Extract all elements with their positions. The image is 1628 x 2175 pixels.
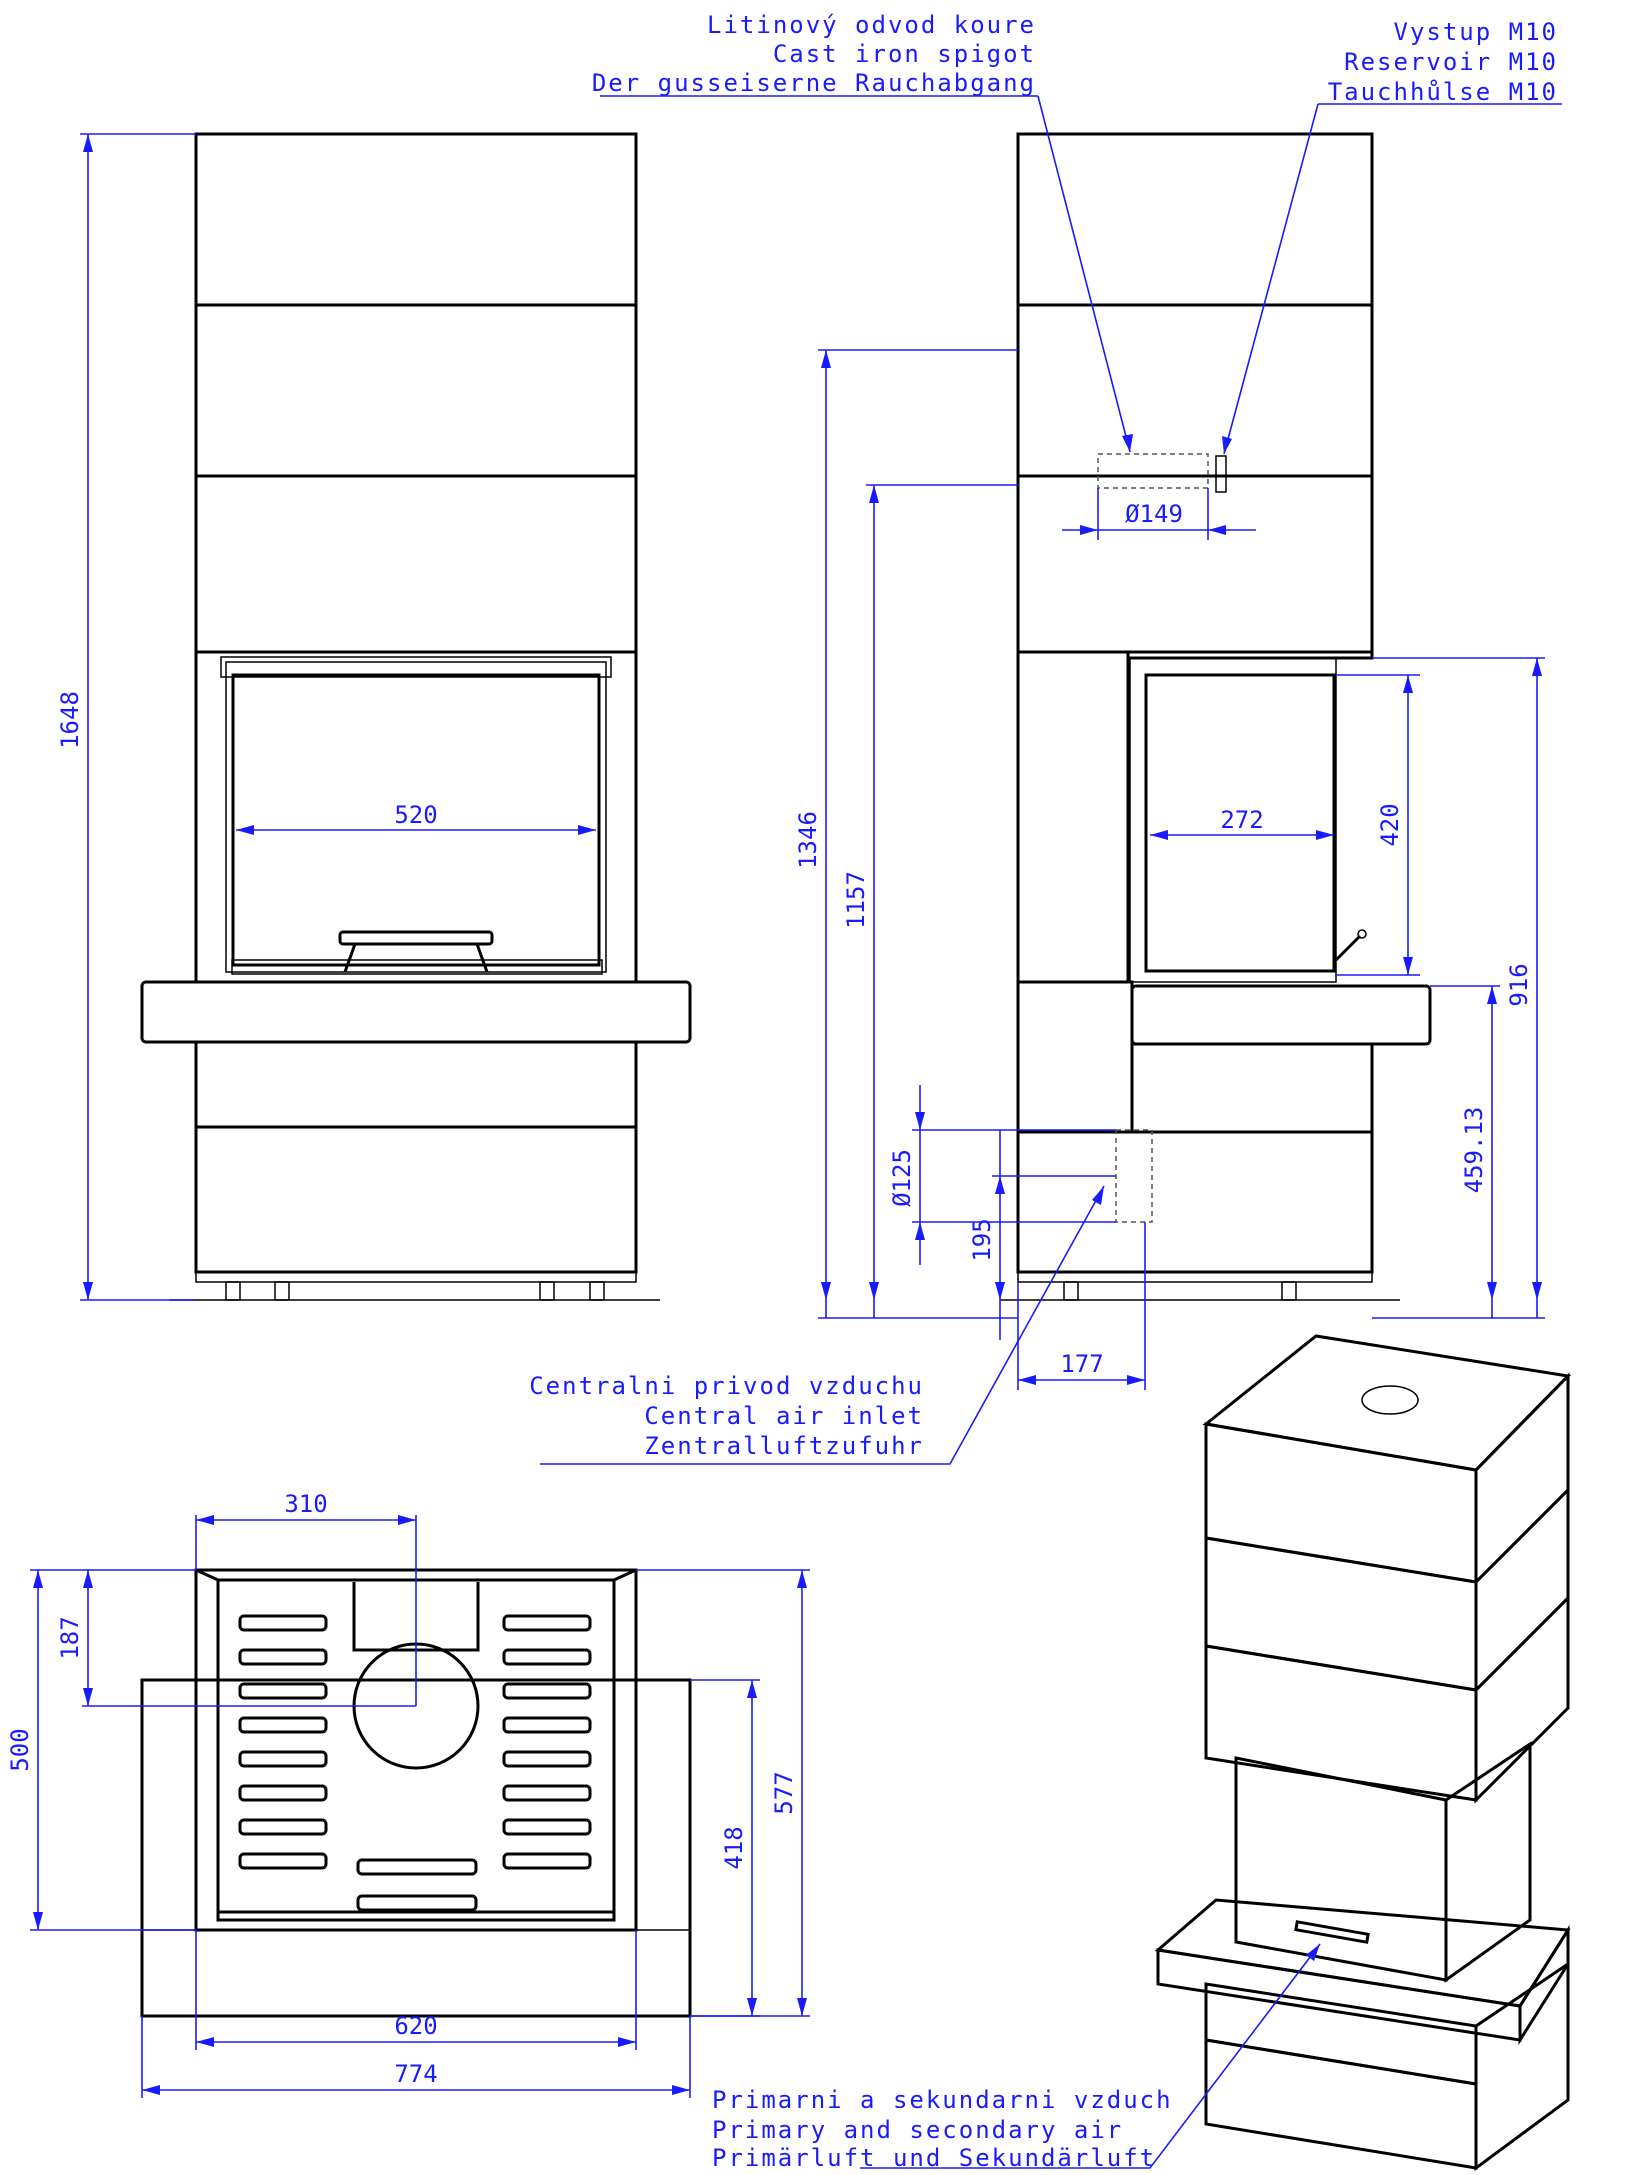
callout-primary-line-3: Primärluft und Sekundärluft [712,2144,1156,2172]
grille-slot [238,1784,328,1802]
dim-label-916: 916 [1505,963,1533,1006]
dim-top-500: 500 [6,1570,196,1931]
dim-firebox-width: 520 [236,801,596,835]
dim-label-520: 520 [394,801,437,829]
callout-primary-air: Primarni a sekundarni vzduch Primary and… [712,2086,1173,2172]
dim-firebox-height: 420 [1336,674,1420,976]
dim-label-310: 310 [284,1490,327,1518]
dim-firebox-depth: 272 [1150,806,1334,840]
grille-slot [238,1614,328,1632]
side-view [1000,132,1432,1301]
dim-label-272: 272 [1220,806,1263,834]
grille-slot [502,1614,592,1632]
dim-label-577: 577 [770,1771,798,1814]
grille-slot [238,1818,328,1836]
dim-label-1157: 1157 [842,871,870,929]
grille-slot [238,1716,328,1734]
dim-label-418: 418 [720,1826,748,1869]
callout-air-line-1: Centralni privod vzduchu [529,1372,924,1400]
grille-slot [502,1750,592,1768]
dim-label-1648: 1648 [56,691,84,749]
dim-1157: 1157 [842,484,1018,1318]
dim-top-187: 187 [30,1569,416,1707]
grille-slot [502,1852,592,1870]
callout-flue-spigot: Litinový odvod koure Cast iron spigot De… [592,11,1038,97]
grille-slot [502,1784,592,1802]
dim-label-187: 187 [56,1616,84,1659]
dim-air-inlet-offset: 177 [1017,1222,1146,1390]
callout-reservoir: Vystup M10 Reservoir M10 Tauchhůlse M10 [1318,18,1562,106]
grille-slot [238,1648,328,1666]
dim-label-195: 195 [968,1218,996,1261]
dim-916: 916 [1372,657,1545,1319]
grille-slot [502,1648,592,1666]
callout-air-line-2: Central air inlet [644,1402,924,1430]
dim-air-inlet-height: 195 [968,1130,1116,1340]
dim-label-125: Ø125 [888,1149,916,1207]
grille-slot [356,1894,478,1912]
dim-459: 459.13 [1430,985,1500,1318]
dim-label-420: 420 [1376,803,1404,846]
grille-slot [238,1750,328,1768]
top-grilles [238,1614,592,1912]
dim-label-500: 500 [6,1728,34,1771]
grille-slot [238,1852,328,1870]
grille-slot [238,1682,328,1700]
dim-label-620: 620 [394,2012,437,2040]
callout-flue-line-1: Litinový odvod koure [707,11,1036,39]
dim-top-774: 774 [141,2016,691,2098]
grille-slot [502,1716,592,1734]
callout-flue-line-3: Der gusseiserne Rauchabgang [592,69,1036,97]
dim-top-577: 577 [636,1569,810,2017]
callout-reservoir-line-3: Tauchhůlse M10 [1328,78,1558,106]
callout-primary-line-2: Primary and secondary air [712,2116,1123,2144]
dim-1346: 1346 [794,349,1018,1319]
callout-reservoir-line-1: Vystup M10 [1394,18,1559,46]
dim-label-774: 774 [394,2060,437,2088]
callout-primary-line-1: Primarni a sekundarni vzduch [712,2086,1173,2114]
dim-flue-diameter: Ø149 [1062,488,1256,540]
dim-top-620: 620 [195,1930,637,2050]
front-view [140,132,692,1301]
dim-total-height: 1648 [56,133,196,1301]
dim-label-1346: 1346 [794,811,822,869]
dim-air-inlet-diameter: Ø125 [888,1085,1116,1265]
dim-label-149: Ø149 [1125,500,1183,528]
dim-label-459: 459.13 [1460,1107,1488,1194]
dim-top-418: 418 [690,1679,760,2017]
dim-top-310: 310 [195,1490,417,1706]
callout-central-air: Centralni privod vzduchu Central air inl… [529,1372,924,1460]
dim-label-177: 177 [1060,1350,1103,1378]
grille-slot [502,1818,592,1836]
grille-slot [502,1682,592,1700]
isometric-view [1154,1334,1572,2171]
callout-air-line-3: Zentralluftzufuhr [644,1432,924,1460]
callout-flue-line-2: Cast iron spigot [773,40,1036,68]
grille-slot [356,1858,478,1876]
callout-reservoir-line-2: Reservoir M10 [1344,48,1558,76]
